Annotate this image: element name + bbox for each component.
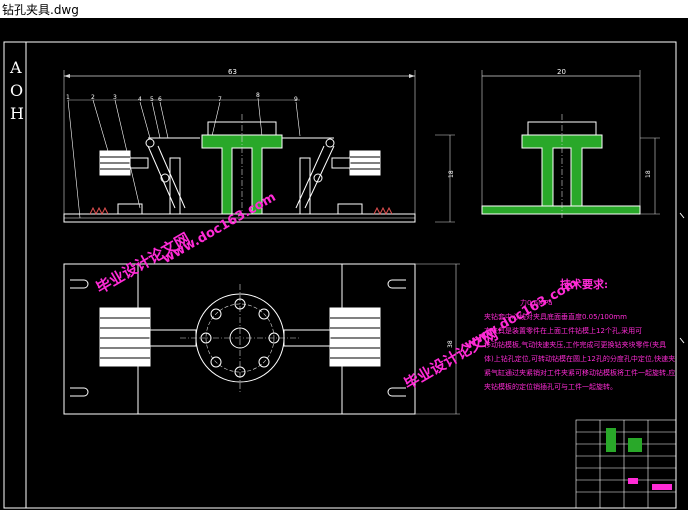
- callout-7: 7: [218, 96, 222, 103]
- dim-front-height: 18: [448, 170, 455, 178]
- front-view: [63, 70, 455, 223]
- callout-9: 9: [294, 96, 298, 103]
- tech-line-1: 力0.6MPa: [520, 299, 553, 307]
- callout-1: 1: [66, 94, 70, 101]
- dim-side-width: 20: [557, 68, 566, 76]
- dim-front-width: 63: [228, 68, 237, 76]
- cad-drawing: A O H: [3, 41, 685, 509]
- tech-line-2: 夹钻套中心线对夹具底面垂直度0.05/100mm: [484, 313, 627, 321]
- tech-line-6: 紧气缸通过夹紧销对工件夹紧可移动钻模板将工件一起旋转,应: [484, 369, 676, 377]
- callout-8: 8: [256, 92, 260, 99]
- side-letter-h: H: [10, 104, 24, 123]
- tech-requirements-title: 技术要求:: [560, 278, 609, 291]
- dim-plan-height: 38: [447, 340, 454, 348]
- side-view: [481, 70, 660, 218]
- callout-5: 5: [150, 96, 154, 103]
- tech-line-7: 夹钻模板的定位销插孔可与工件一起旋转。: [484, 383, 617, 391]
- window-title: 钻孔夹具.dwg: [2, 3, 79, 17]
- plan-view: [63, 263, 460, 415]
- dim-side-height: 18: [645, 170, 652, 178]
- title-block: [575, 419, 677, 509]
- callout-4: 4: [138, 96, 142, 103]
- drawing-border: [3, 41, 677, 509]
- callout-3: 3: [113, 94, 117, 101]
- side-letter-o: O: [10, 81, 23, 100]
- window-title-bar: 钻孔夹具.dwg: [0, 0, 688, 18]
- side-letter-a: A: [9, 58, 22, 77]
- tech-line-5: 体)上钻孔定位,可转动钻模在圆上12孔的分度孔中定位,快速夹: [484, 355, 676, 363]
- cad-drawing-canvas[interactable]: A O H: [0, 18, 688, 510]
- tech-line-3: 本夹具是装置零件在上面工件钻模上12个孔,采用可: [484, 327, 643, 335]
- tech-line-4: 移动钻模板,气动快速夹压,工作完成可更换钻夹块零件(夹具: [484, 341, 667, 349]
- callout-6: 6: [158, 96, 162, 103]
- callout-2: 2: [91, 94, 95, 101]
- part-callouts: 1 2 3 4 5 6 7 8 9: [66, 92, 298, 103]
